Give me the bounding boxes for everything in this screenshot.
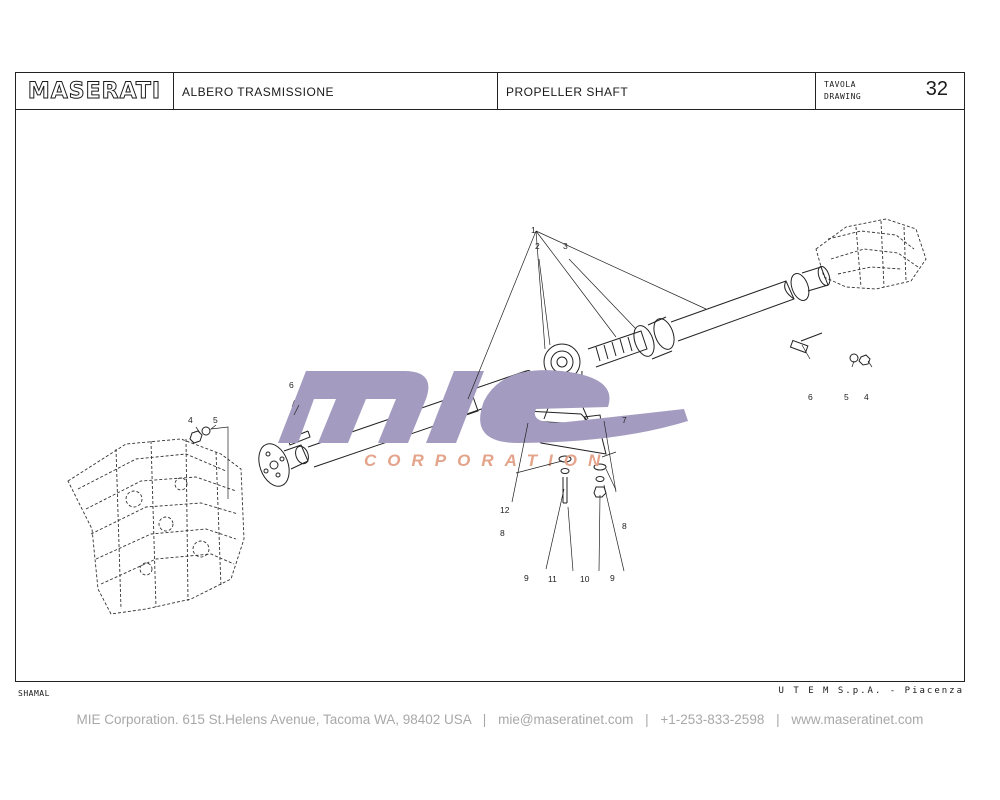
title-english: PROPELLER SHAFT (506, 85, 629, 99)
callout-5-left: 5 (213, 415, 218, 425)
rear-differential (815, 218, 927, 290)
callout-4-right: 4 (864, 392, 869, 402)
callout-8-left: 8 (500, 528, 505, 538)
footer-address: MIE Corporation. 615 St.Helens Avenue, T… (76, 712, 472, 727)
maserati-logo: MASERATI (27, 78, 162, 104)
callout-1: 1 (531, 225, 536, 235)
leader-lines (195, 230, 873, 572)
callout-5-right: 5 (844, 392, 849, 402)
mie-watermark: CORPORATION (278, 370, 688, 470)
callout-6-left: 6 (289, 380, 294, 390)
callout-9-left: 9 (524, 573, 529, 583)
callout-2: 2 (535, 241, 540, 251)
footer-separator: | (482, 712, 487, 727)
drawing-number-cell: TAVOLA DRAWING 32 (816, 73, 964, 109)
title-italian: ALBERO TRASMISSIONE (182, 85, 334, 99)
callout-11: 11 (548, 574, 557, 584)
exploded-diagram: CORPORATION 1 2 3 4 5 6 6 5 4 7 12 8 8 9… (67, 218, 927, 615)
callout-9-right: 9 (610, 573, 615, 583)
title-italian-cell: ALBERO TRASMISSIONE (174, 73, 498, 109)
callout-8-right: 8 (622, 521, 627, 531)
drawing-number: 32 (925, 78, 948, 100)
title-block: MASERATI ALBERO TRASMISSIONE PROPELLER S… (16, 73, 964, 110)
watermark-corporation-text: CORPORATION (364, 451, 611, 470)
drawing-frame: MASERATI ALBERO TRASMISSIONE PROPELLER S… (15, 72, 965, 682)
publisher-name: U T E M S.p.A. - Piacenza (778, 686, 964, 696)
callout-12: 12 (500, 505, 510, 515)
callout-6-right: 6 (808, 392, 813, 402)
callout-4-left: 4 (188, 415, 193, 425)
drawing-label: DRAWING (824, 92, 862, 101)
brand-cell: MASERATI (16, 73, 174, 109)
footer-contact: MIE Corporation. 615 St.Helens Avenue, T… (0, 712, 1000, 727)
callout-3: 3 (563, 241, 568, 251)
model-name: SHAMAL (18, 689, 50, 698)
transmission-housing (67, 438, 245, 615)
title-english-cell: PROPELLER SHAFT (498, 73, 816, 109)
footer-phone[interactable]: +1-253-833-2598 (660, 712, 765, 727)
footer-separator: | (645, 712, 649, 727)
callout-7: 7 (622, 415, 627, 425)
footer-separator: | (776, 712, 780, 727)
callout-10: 10 (580, 574, 590, 584)
footer-email[interactable]: mie@maseratinet.com (498, 712, 634, 727)
tavola-label: TAVOLA (824, 80, 856, 89)
footer-website[interactable]: www.maseratinet.com (791, 712, 924, 727)
